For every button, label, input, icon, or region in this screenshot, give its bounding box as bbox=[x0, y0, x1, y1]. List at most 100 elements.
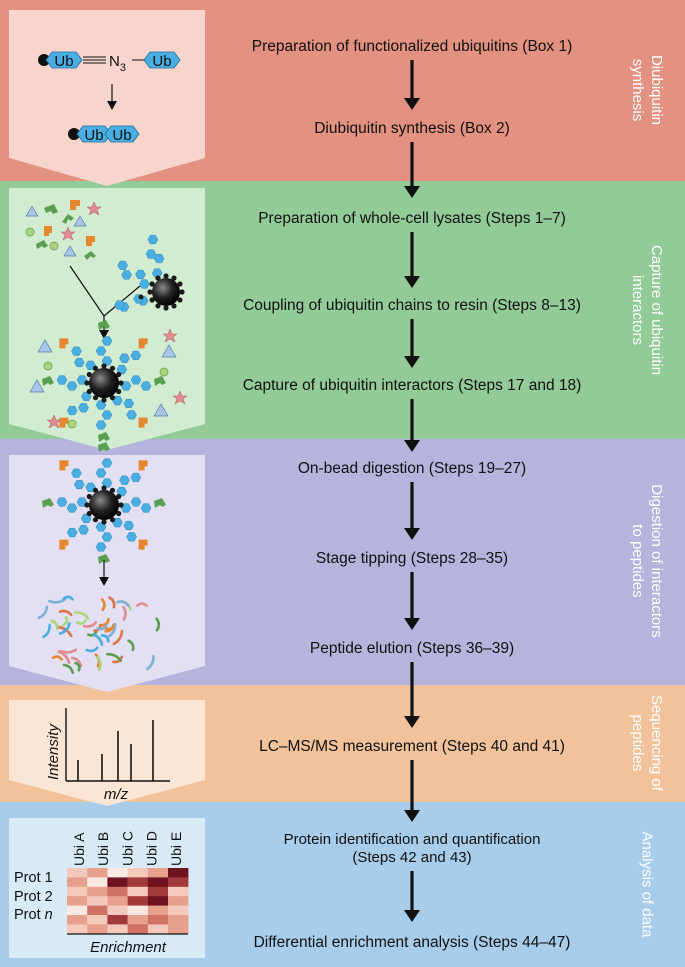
ubiquitin-icon bbox=[126, 532, 137, 542]
heatmap-cell bbox=[87, 877, 108, 888]
ubiquitin-icon bbox=[101, 336, 113, 346]
green-protein-icon bbox=[98, 432, 110, 442]
y-axis-label: Intensity bbox=[45, 723, 62, 780]
heatmap-cell bbox=[87, 868, 108, 878]
peptide-icon bbox=[42, 623, 51, 639]
step-whole-cell-lysates: Preparation of whole-cell lysates (Steps… bbox=[258, 210, 566, 227]
peptide-icon bbox=[146, 654, 155, 671]
ubiquitin-icon bbox=[56, 375, 68, 385]
heatmap-cell bbox=[168, 877, 189, 888]
arrow-down-icon bbox=[404, 186, 420, 198]
ubiquitin-icon bbox=[130, 350, 142, 361]
peptide-icon bbox=[101, 598, 106, 612]
ubiquitin-icon bbox=[119, 353, 130, 363]
peptide-icon bbox=[85, 646, 99, 653]
circle-protein-icon bbox=[159, 367, 169, 377]
bead-dot-icon bbox=[68, 128, 80, 140]
orange-protein-icon bbox=[138, 539, 148, 550]
heatmap-cell bbox=[107, 868, 128, 878]
heatmap-row-label: Prot 2 bbox=[14, 889, 53, 905]
heatmap-column-label: Ubi A bbox=[71, 832, 87, 866]
ubiquitin-icon bbox=[74, 357, 85, 368]
ubiquitin-icon bbox=[117, 260, 128, 270]
green-protein-icon bbox=[42, 376, 54, 386]
heatmap-cell bbox=[147, 915, 169, 925]
panel-diubiquitin-synthesis bbox=[9, 10, 205, 186]
ubiquitin-icon bbox=[95, 346, 107, 356]
heatmap-cell bbox=[107, 924, 128, 935]
heatmap-column-label: Ubi D bbox=[144, 831, 160, 866]
heatmap-cell bbox=[127, 905, 148, 916]
triangle-protein-icon bbox=[29, 379, 45, 393]
ubiquitin-icon bbox=[114, 300, 125, 310]
star-protein-icon bbox=[86, 201, 102, 216]
ubiquitin-icon bbox=[130, 472, 142, 483]
digestion-illustration bbox=[37, 442, 166, 674]
green-protein-icon bbox=[36, 240, 48, 249]
heatmap-cell bbox=[147, 896, 169, 906]
ubiquitin-icon bbox=[145, 249, 157, 259]
heatmap-row-label: Prot n bbox=[14, 907, 53, 923]
heatmap-cell bbox=[67, 905, 88, 916]
heatmap-cell bbox=[127, 915, 148, 925]
green-protein-icon bbox=[98, 554, 110, 564]
green-protein-icon bbox=[98, 442, 110, 452]
step-differential-enrichment: Differential enrichment analysis (Steps … bbox=[253, 934, 571, 951]
peptide-icon bbox=[106, 652, 122, 662]
orange-protein-icon bbox=[138, 338, 148, 349]
peptide-icon bbox=[74, 661, 81, 672]
peptide-icon bbox=[92, 633, 104, 647]
step-capture-interactors: Capture of ubiquitin interactors (Steps … bbox=[242, 377, 582, 394]
star-protein-icon bbox=[60, 226, 76, 241]
heatmap-cell bbox=[107, 896, 128, 906]
peptide-icon bbox=[58, 622, 71, 635]
heatmap-column-label: Ubi B bbox=[95, 832, 111, 866]
orange-protein-icon bbox=[59, 460, 69, 471]
ubiquitin-icon bbox=[147, 234, 159, 245]
heatmap-cell bbox=[107, 877, 128, 888]
ubiquitin-icon bbox=[126, 410, 137, 420]
green-protein-icon bbox=[42, 498, 54, 508]
ubiquitin-icon bbox=[116, 364, 127, 375]
arrow-down-icon bbox=[404, 910, 420, 922]
ubiquitin-icon bbox=[153, 253, 165, 264]
peptide-icon bbox=[59, 648, 78, 654]
heatmap-column-label: Ubi C bbox=[119, 831, 135, 866]
green-protein-icon bbox=[84, 251, 96, 260]
ubiquitin-icon bbox=[120, 503, 132, 513]
ubiquitin-icon bbox=[140, 381, 152, 391]
heatmap-cell bbox=[127, 896, 148, 906]
heatmap-cell bbox=[67, 868, 88, 878]
ubiquitin-icon bbox=[130, 375, 142, 385]
ubiquitin-icon bbox=[101, 356, 113, 366]
ubiquitin-icon bbox=[71, 346, 82, 356]
ubiquitin-icon bbox=[78, 525, 89, 535]
arrow-down-icon bbox=[404, 528, 420, 540]
x-axis-label: m/z bbox=[104, 786, 129, 803]
ubiquitin-icon bbox=[120, 381, 132, 391]
peptide-icon bbox=[82, 621, 98, 628]
peptide-icon bbox=[96, 624, 108, 631]
green-protein-icon bbox=[44, 204, 58, 214]
step-protein-identification: Protein identification and quantificatio… bbox=[283, 831, 541, 866]
heatmap-cell bbox=[168, 886, 189, 897]
circle-protein-icon bbox=[49, 241, 59, 251]
arrow-down-icon bbox=[404, 440, 420, 452]
peptide-icon bbox=[100, 617, 110, 627]
ub-label: Ub bbox=[54, 53, 73, 70]
heatmap-cell bbox=[168, 896, 189, 906]
step-on-bead-digestion: On-bead digestion (Steps 19–27) bbox=[297, 460, 527, 477]
peptide-icon bbox=[136, 602, 148, 607]
orange-protein-icon bbox=[59, 539, 69, 550]
flow-arrows bbox=[404, 60, 420, 922]
heatmap-cell bbox=[87, 905, 108, 916]
green-protein-icon bbox=[62, 214, 74, 224]
heatmap-cell bbox=[67, 924, 88, 935]
green-protein-icon bbox=[154, 376, 166, 386]
green-protein-icon bbox=[154, 498, 166, 508]
